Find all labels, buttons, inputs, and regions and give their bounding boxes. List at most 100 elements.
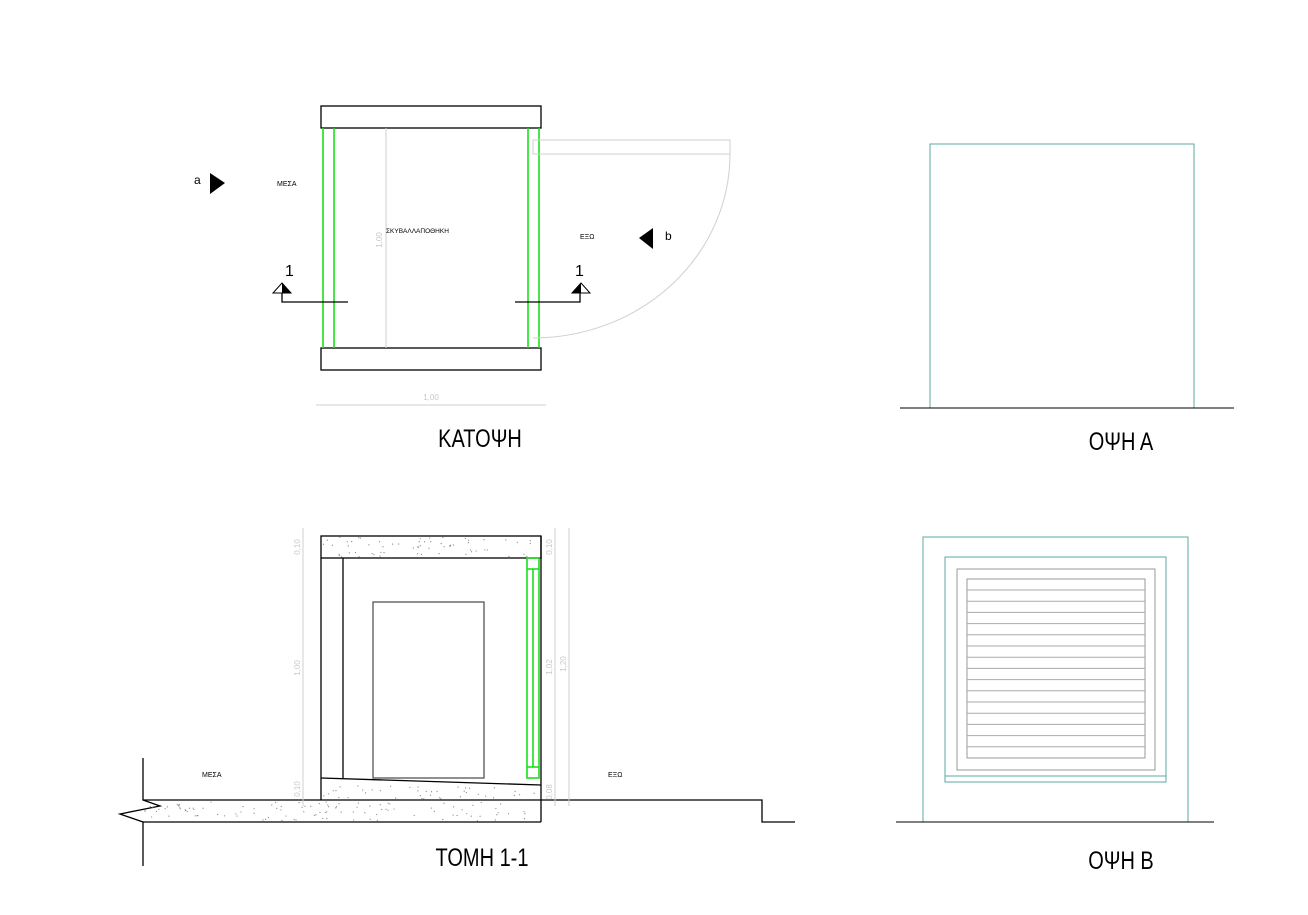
- dim-width: 1,00: [423, 393, 439, 402]
- aggregate-dot: [357, 802, 360, 804]
- aggregate-dot: [523, 818, 526, 820]
- aggregate-dot: [393, 808, 395, 810]
- aggregate-dot: [285, 815, 287, 817]
- aggregate-dot: [430, 541, 432, 543]
- aggregate-dot: [338, 554, 340, 557]
- view-marker-b-label: b: [665, 229, 672, 243]
- aggregate-dot: [533, 792, 535, 794]
- aggregate-dot: [379, 555, 381, 557]
- aggregate-dot: [348, 552, 350, 554]
- aggregate-dot: [325, 801, 327, 803]
- section-mark-left: 1: [285, 263, 294, 280]
- aggregate-dot: [469, 549, 472, 551]
- aggregate-dot: [443, 802, 445, 804]
- door-frame-elevation: [944, 556, 1167, 783]
- aggregate-dot: [351, 540, 353, 543]
- aggregate-dot: [319, 811, 321, 814]
- aggregate-dot: [192, 807, 194, 809]
- door-leaf: [532, 139, 731, 155]
- aggregate-dot: [485, 795, 487, 797]
- aggregate-dot: [513, 794, 515, 796]
- aggregate-dot: [267, 816, 269, 819]
- aggregate-dot: [327, 793, 330, 795]
- aggregate-dot: [303, 811, 305, 813]
- aggregate-dot: [217, 813, 219, 816]
- aggregate-dot: [516, 541, 518, 543]
- aggregate-dot: [466, 813, 468, 815]
- aggregate-dot: [293, 818, 295, 821]
- aggregate-dot: [465, 787, 467, 789]
- door-frame-section: [526, 557, 540, 779]
- aggregate-dot: [433, 810, 435, 812]
- aggregate-dot: [323, 795, 325, 797]
- view-marker-a-label: a: [194, 173, 201, 187]
- aggregate-dot: [493, 787, 495, 789]
- aggregate-dot: [417, 786, 419, 788]
- aggregate-dot: [346, 541, 348, 543]
- aggregate-dot: [443, 546, 445, 548]
- aggregate-dot: [322, 817, 324, 820]
- aggregate-dot: [324, 811, 326, 814]
- view-arrow-a-icon: [210, 173, 225, 194]
- aggregate-dot: [477, 793, 479, 795]
- aggregate-dot: [461, 809, 463, 811]
- aggregate-dot: [340, 811, 342, 813]
- aggregate-dot: [387, 802, 389, 804]
- elevation-a-outline: [929, 143, 1195, 408]
- aggregate-dot: [385, 808, 387, 810]
- aggregate-dot: [439, 797, 441, 799]
- aggregate-dot: [240, 811, 242, 813]
- label-outside: ΕΞΩ: [580, 234, 594, 241]
- aggregate-dot: [495, 807, 497, 810]
- aggregate-dot: [313, 814, 315, 816]
- aggregate-dot: [379, 804, 381, 806]
- aggregate-dot: [465, 791, 467, 794]
- view-arrow-b-icon: [639, 228, 653, 249]
- aggregate-dot: [484, 549, 486, 551]
- aggregate-dot: [328, 806, 330, 808]
- aggregate-dot: [420, 553, 423, 556]
- aggregate-dot: [463, 790, 465, 792]
- aggregate-dot: [497, 812, 499, 814]
- aggregate-dot: [423, 798, 425, 800]
- aggregate-dot: [179, 808, 181, 810]
- aggregate-dot: [326, 817, 328, 820]
- aggregate-dot: [164, 808, 166, 810]
- room-name: ΣΚΥΒΑΛΛΑΠΟΘΗΚΗ: [386, 228, 449, 235]
- aggregate-dot: [362, 789, 364, 791]
- aggregate-dot: [193, 808, 195, 811]
- aggregate-dot: [417, 553, 419, 555]
- aggregate-dot: [356, 806, 358, 808]
- dim-total: 1,20: [559, 656, 568, 672]
- aggregate-dot: [335, 806, 338, 808]
- aggregate-dot: [389, 803, 391, 805]
- aggregate-dot: [440, 543, 442, 545]
- aggregate-dot: [428, 547, 430, 549]
- aggregate-dot: [166, 806, 169, 808]
- aggregate-dot: [155, 810, 158, 813]
- bin-container: [372, 601, 485, 779]
- dim-right-top: 0,10: [545, 539, 554, 555]
- aggregate-dot: [373, 554, 375, 556]
- aggregate-dot: [274, 801, 277, 804]
- aggregate-dot: [358, 556, 360, 558]
- aggregate-dot: [464, 537, 466, 540]
- aggregate-dot: [364, 812, 366, 814]
- aggregate-dot: [340, 556, 343, 558]
- aggregate-dot: [379, 790, 382, 792]
- aggregate-dot: [371, 553, 373, 555]
- aggregate-dot: [442, 536, 444, 539]
- aggregate-dot: [176, 804, 178, 806]
- door-swing-arc: [532, 153, 731, 339]
- aggregate-dot: [352, 811, 354, 813]
- aggregate-dot: [376, 813, 378, 816]
- aggregate-dot: [391, 543, 394, 545]
- aggregate-dot: [429, 794, 432, 796]
- aggregate-dot: [452, 544, 455, 546]
- aggregate-dot: [322, 543, 325, 545]
- aggregate-dot: [358, 537, 360, 539]
- aggregate-dot: [376, 819, 378, 821]
- aggregate-dot: [335, 807, 337, 809]
- aggregate-dot: [326, 811, 328, 813]
- aggregate-dot: [476, 820, 479, 822]
